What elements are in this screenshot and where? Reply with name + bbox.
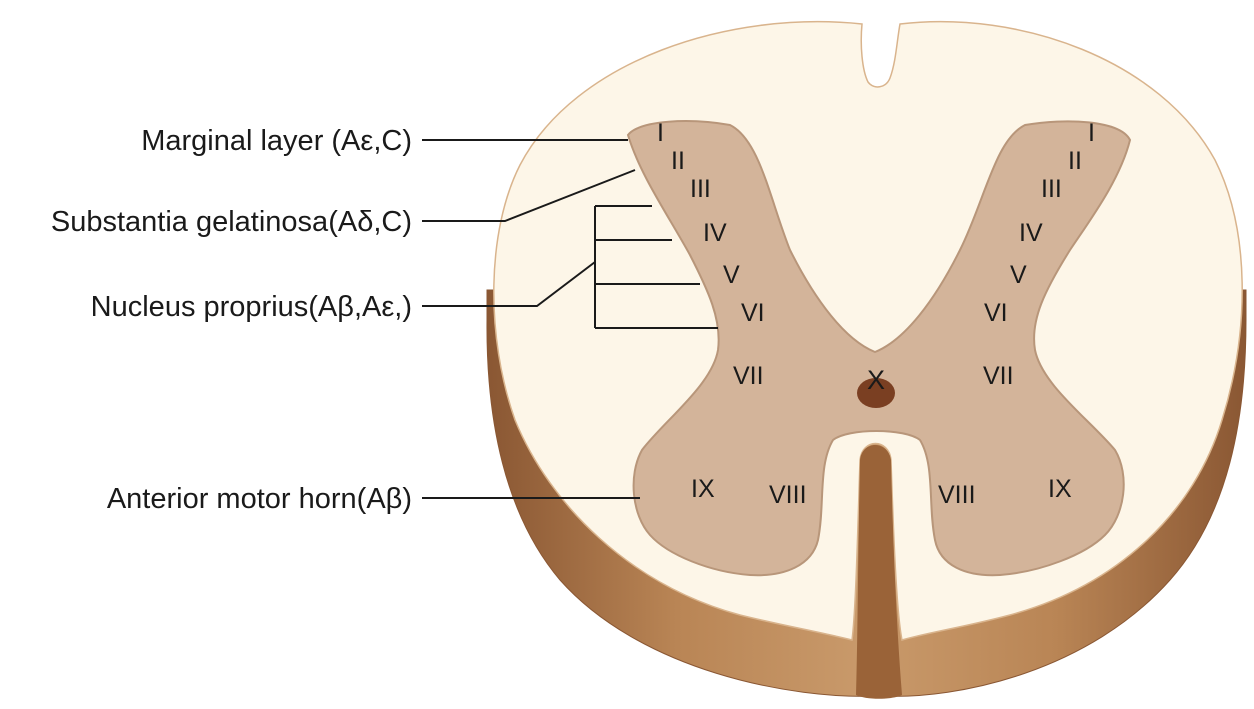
laminae-left: I II III IV V VI VII IX VIII [657,119,807,509]
lamina-left-v: V [723,261,740,289]
lamina-left-vi: VI [741,299,765,327]
lamina-right-iv: IV [1019,219,1043,247]
lamina-right-viii: VIII [938,481,976,509]
lamina-x: X [867,365,885,395]
lamina-right-v: V [1010,261,1027,289]
anterior-median-fissure [856,445,902,699]
lamina-right-i: I [1088,119,1095,147]
leader-nucleus-proprius [422,261,596,307]
lamina-left-iv: IV [703,219,727,247]
laminae-right: I II III IV V VI VII VIII IX [938,119,1095,509]
lamina-left-ii: II [671,147,685,175]
label-substantia-gelatinosa: Substantia gelatinosa(Aδ,C) [51,206,412,238]
gray-matter [626,120,1132,577]
lamina-left-ix: IX [691,475,715,503]
label-marginal-layer: Marginal layer (Aε,C) [141,125,412,157]
lamina-left-vii: VII [733,362,764,390]
leader-lines [422,139,718,499]
leader-substantia-gelatinosa [422,169,636,222]
lamina-left-iii: III [690,175,711,203]
lamina-right-ix: IX [1048,475,1072,503]
label-anterior-motor-horn: Anterior motor horn(Aβ) [107,483,412,515]
label-nucleus-proprius: Nucleus proprius(Aβ,Aε,) [91,291,412,323]
lamina-right-vi: VI [984,299,1008,327]
lamina-left-viii: VIII [769,481,807,509]
lamina-right-ii: II [1068,147,1082,175]
lamina-left-i: I [657,119,664,147]
lamina-right-iii: III [1041,175,1062,203]
central-canal [857,378,895,408]
lamina-right-vii: VII [983,362,1014,390]
